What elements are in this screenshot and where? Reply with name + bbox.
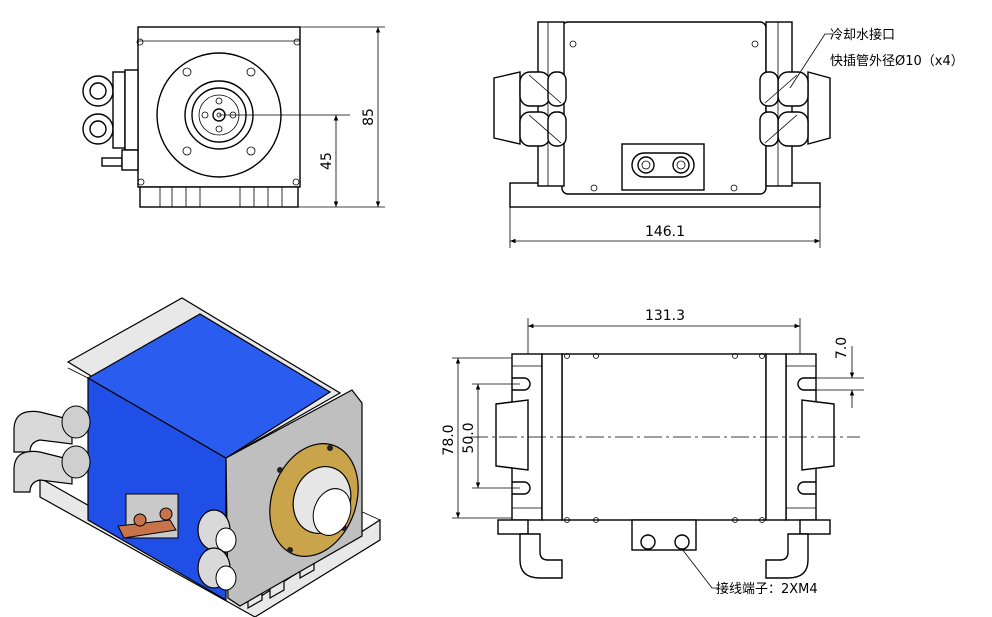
front-base: [139, 186, 299, 208]
front-view: 45 85: [82, 26, 385, 208]
bottom-terminal: [631, 519, 697, 551]
bottom-dim-78: 78.0: [441, 424, 457, 455]
iso-top-blue: [86, 313, 332, 459]
front-dim-85: 85: [361, 108, 377, 126]
front-screws: [136, 38, 301, 186]
front-water-connectors: [82, 69, 139, 171]
terminal-callout: 接线端子：2XM4: [716, 581, 818, 597]
bottom-hose-right: [765, 533, 809, 579]
front-dim-45: 45: [319, 152, 335, 170]
bottom-dim-7: 7.0: [834, 337, 850, 359]
front-body: [137, 26, 301, 188]
coolant-callout-line1: 冷却水接口: [830, 27, 895, 43]
top-dim-146: 146.1: [645, 224, 685, 240]
bottom-dim-131: 131.3: [645, 308, 685, 324]
front-flange-holes: [182, 67, 256, 156]
top-view: 冷却水接口 快插管外径Ø10（x4） 146.1: [493, 21, 964, 248]
iso-terminal: [117, 493, 179, 539]
bottom-view: 131.3 78.0 50.0 7.0 接线端子：2XM4: [441, 308, 864, 597]
iso-left-fittings: [13, 405, 91, 493]
top-left-couplings: [493, 71, 567, 147]
coolant-callout-line2: 快插管外径Ø10（x4）: [830, 54, 964, 69]
bottom-dim-50: 50.0: [461, 422, 477, 453]
iso-view: [13, 297, 381, 617]
bottom-hose-left: [519, 533, 563, 579]
iso-right-fittings: [197, 509, 237, 591]
top-right-couplings: [759, 71, 831, 147]
bottom-slots: [512, 377, 816, 495]
top-terminal: [621, 143, 705, 191]
